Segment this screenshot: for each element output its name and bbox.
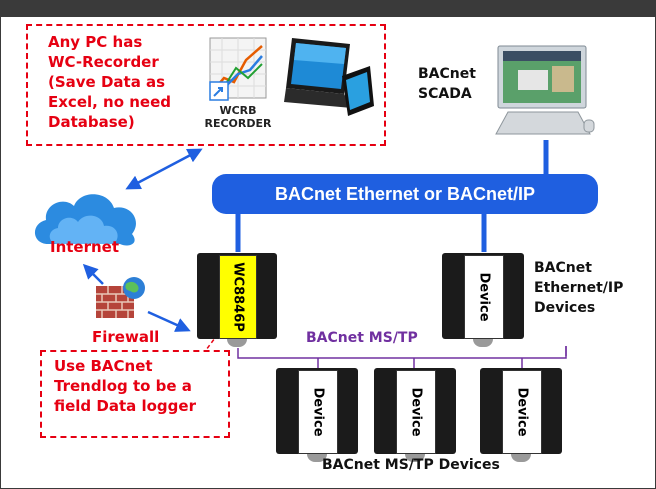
pc-note-line: (Save Data as bbox=[48, 73, 166, 91]
scada-label-line: SCADA bbox=[418, 86, 472, 102]
mstp-device-1: Device bbox=[276, 368, 358, 464]
scada-label-line: BACnet bbox=[418, 66, 476, 82]
logger-note-text: Use BACnet Trendlog to be a field Data l… bbox=[54, 356, 196, 416]
pc-note-text: Any PC has WC-Recorder (Save Data as Exc… bbox=[48, 32, 198, 132]
wc8846p-device: WC8846P bbox=[197, 253, 277, 349]
scada-label: BACnet SCADA bbox=[418, 64, 476, 104]
device-label: Device bbox=[514, 387, 530, 437]
logger-note-box bbox=[40, 350, 230, 438]
ip-devices-label: BACnet Ethernet/IP Devices bbox=[534, 258, 623, 318]
wc8846p-label: WC8846P bbox=[230, 262, 246, 332]
recorder-logo-line: RECORDER bbox=[204, 117, 272, 130]
logger-note-line: field Data logger bbox=[54, 397, 196, 415]
pc-note-box bbox=[26, 24, 386, 146]
firewall-icon bbox=[96, 277, 145, 318]
logger-note-line: Use BACnet bbox=[54, 357, 153, 375]
mstp-label: BACnet MS/TP bbox=[306, 330, 418, 346]
bacnet-ethernet-bus: BACnet Ethernet or BACnet/IP bbox=[212, 174, 598, 214]
pc-note-line: Database) bbox=[48, 113, 135, 131]
firewall-device-link bbox=[147, 310, 191, 332]
recorder-chart-icon bbox=[209, 37, 267, 101]
bus-label: BACnet Ethernet or BACnet/IP bbox=[274, 184, 535, 204]
firewall-internet-link bbox=[82, 263, 104, 285]
scada-computer-icon bbox=[495, 45, 595, 135]
pc-note-line: Any PC has bbox=[48, 33, 143, 51]
mstp-device-3: Device bbox=[480, 368, 562, 464]
mstp-device-2: Device bbox=[374, 368, 456, 464]
wc-recorder-logo: WCRB RECORDER bbox=[202, 34, 274, 136]
ip-devices-line: BACnet bbox=[534, 260, 592, 276]
ip-device: Device bbox=[442, 253, 524, 349]
device-label: Device bbox=[310, 387, 326, 437]
device-label: Device bbox=[408, 387, 424, 437]
mstp-drops bbox=[317, 346, 567, 368]
recorder-logo-line: WCRB bbox=[219, 104, 257, 117]
internet-label: Internet bbox=[50, 238, 120, 256]
pc-note-line: WC-Recorder bbox=[48, 53, 159, 71]
firewall-label: Firewall bbox=[92, 328, 160, 346]
logger-note-line: Trendlog to be a bbox=[54, 377, 192, 395]
mstp-devices-label: BACnet MS/TP Devices bbox=[322, 457, 500, 473]
device-label: Device bbox=[476, 272, 492, 322]
pc-note-line: Excel, no need bbox=[48, 93, 172, 111]
ip-devices-line: Devices bbox=[534, 300, 596, 316]
ip-devices-line: Ethernet/IP bbox=[534, 280, 624, 296]
internet-recorder-link bbox=[125, 148, 203, 190]
laptop-icon bbox=[284, 38, 374, 116]
title-bar bbox=[0, 0, 656, 16]
cloud-icon bbox=[34, 194, 136, 246]
